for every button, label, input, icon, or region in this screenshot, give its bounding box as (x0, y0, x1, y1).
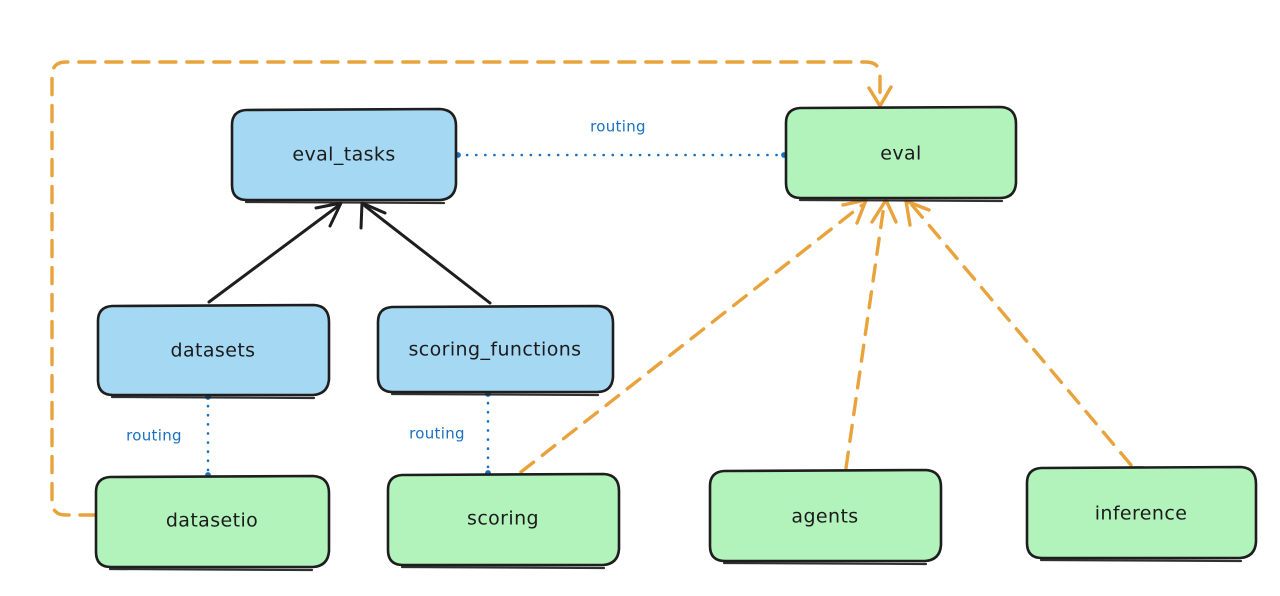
node-shadow (390, 392, 600, 397)
edge-datasets-eval-tasks[interactable] (207, 201, 343, 304)
node-eval[interactable]: eval (784, 105, 1018, 203)
edge-label-routing-scoring-functions: routing (409, 425, 465, 443)
node-label: datasets (171, 340, 256, 362)
edge-inference-eval[interactable] (904, 199, 1133, 467)
node-datasets[interactable]: datasets (96, 303, 331, 400)
edge-label-routing-eval-tasks: routing (590, 118, 646, 136)
node-body (708, 468, 943, 563)
node-label: scoring (467, 508, 539, 530)
node-label: inference (1095, 503, 1188, 525)
node-body (386, 472, 621, 567)
edge-label-layer: routing routing routing (126, 118, 646, 445)
node-body (376, 304, 615, 394)
node-scoring[interactable]: scoring (386, 472, 621, 570)
edge-layer (50, 60, 1133, 517)
node-shadow (1039, 558, 1243, 563)
node-label: scoring_functions (409, 339, 582, 361)
edge-eval-tasks-eval[interactable] (455, 152, 787, 158)
node-shadow (244, 200, 446, 205)
node-shadow (722, 561, 928, 566)
node-label: eval_tasks (292, 144, 395, 166)
edge-datasetio-eval[interactable] (50, 60, 893, 517)
node-layer: eval_tasks eval datasets scoring_functio… (94, 105, 1258, 572)
edge-scoring-functions-scoring[interactable] (485, 391, 491, 476)
node-inference[interactable]: inference (1025, 465, 1258, 563)
node-label: datasetio (166, 510, 258, 532)
node-body (230, 107, 458, 202)
edge-scoring-functions-eval-tasks[interactable] (359, 201, 492, 305)
node-eval-tasks[interactable]: eval_tasks (230, 107, 458, 205)
node-body (94, 474, 331, 569)
node-shadow (798, 198, 1004, 203)
edge-agents-eval[interactable] (844, 198, 898, 470)
node-shadow (400, 565, 606, 570)
node-agents[interactable]: agents (708, 468, 943, 566)
node-shadow (110, 395, 316, 400)
node-label: agents (791, 506, 858, 528)
node-body (1025, 465, 1258, 560)
node-scoring-functions[interactable]: scoring_functions (376, 304, 615, 397)
edge-datasets-datasetio[interactable] (205, 394, 211, 478)
node-label: eval (880, 143, 921, 165)
node-shadow (108, 567, 314, 572)
edge-label-routing-datasets: routing (126, 427, 182, 445)
node-body (96, 303, 331, 397)
node-body (784, 105, 1018, 200)
node-datasetio[interactable]: datasetio (94, 474, 331, 572)
